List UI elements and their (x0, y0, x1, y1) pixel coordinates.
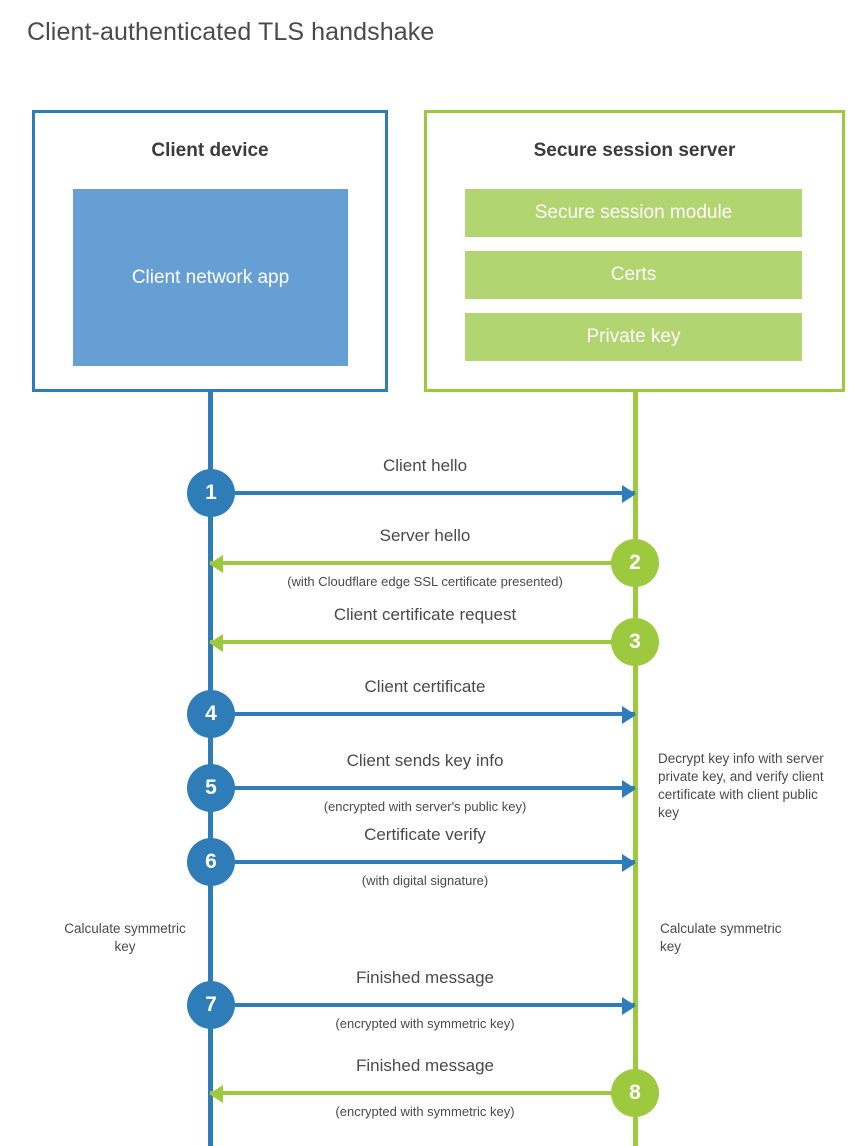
client-device-title: Client device (151, 140, 269, 161)
secure-session-server-box: Secure session server Secure session mod… (424, 110, 845, 392)
client-device-box: Client device Client network app (32, 110, 388, 392)
secure-session-server-title: Secure session server (533, 140, 736, 161)
message-sublabel-2: (with Cloudflare edge SSL certificate pr… (287, 574, 563, 589)
message-label-6: Certificate verify (364, 825, 486, 844)
server-calculate-symmetric-key-annotation: Calculate symmetric key (660, 921, 782, 954)
message-sublabel-6: (with digital signature) (361, 873, 489, 888)
message-arrow-shaft-8 (210, 1091, 635, 1095)
message-arrow-head-7 (622, 997, 636, 1015)
message-label-3: Client certificate request (333, 605, 517, 624)
server-component-private-key: Private key (465, 313, 802, 361)
message-arrow-head-1 (622, 485, 636, 503)
step-badge-8: 8 (611, 1069, 659, 1117)
message-arrow-head-2 (209, 555, 223, 573)
message-arrow-head-8 (209, 1085, 223, 1103)
message-label-5: Client sends key info (346, 751, 504, 770)
message-arrow-shaft-1 (210, 491, 635, 495)
message-arrow-head-3 (209, 634, 223, 652)
server-component-certs: Certs (465, 251, 802, 299)
message-arrow-shaft-6 (210, 860, 635, 864)
client-calculate-symmetric-key-annotation: Calculate symmetric key (64, 921, 186, 954)
page-title: Client-authenticated TLS handshake (27, 18, 435, 46)
message-arrow-shaft-2 (210, 561, 635, 565)
server-components-list: Secure session module Certs Private key (465, 189, 802, 375)
message-label-8: Finished message (356, 1056, 494, 1075)
message-arrow-shaft-7 (210, 1003, 635, 1007)
step-badge-6: 6 (187, 838, 235, 886)
message-label-7: Finished message (356, 968, 494, 987)
client-network-app-block: Client network app (73, 189, 348, 366)
message-sublabel-8: (encrypted with symmetric key) (335, 1104, 515, 1119)
message-arrow-head-5 (622, 780, 636, 798)
step-badge-5: 5 (187, 764, 235, 812)
step-badge-3: 3 (611, 618, 659, 666)
step-badge-7: 7 (187, 981, 235, 1029)
message-label-4: Client certificate (364, 677, 486, 696)
message-sublabel-5: (encrypted with server's public key) (323, 799, 527, 814)
message-label-2: Server hello (379, 526, 471, 545)
message-sublabel-7: (encrypted with symmetric key) (335, 1016, 515, 1031)
message-arrow-head-6 (622, 854, 636, 872)
message-arrow-shaft-3 (210, 640, 635, 644)
step-badge-2: 2 (611, 539, 659, 587)
step-badge-1: 1 (187, 469, 235, 517)
message-label-1: Client hello (382, 456, 468, 475)
message-arrow-head-4 (622, 706, 636, 724)
message-arrow-shaft-5 (210, 786, 635, 790)
server-decrypt-annotation: Decrypt key info with server private key… (658, 751, 824, 820)
server-lifeline (633, 389, 638, 1146)
server-component-secure-session-module: Secure session module (465, 189, 802, 237)
message-arrow-shaft-4 (210, 712, 635, 716)
client-network-app-label: Client network app (131, 266, 290, 288)
step-badge-4: 4 (187, 690, 235, 738)
